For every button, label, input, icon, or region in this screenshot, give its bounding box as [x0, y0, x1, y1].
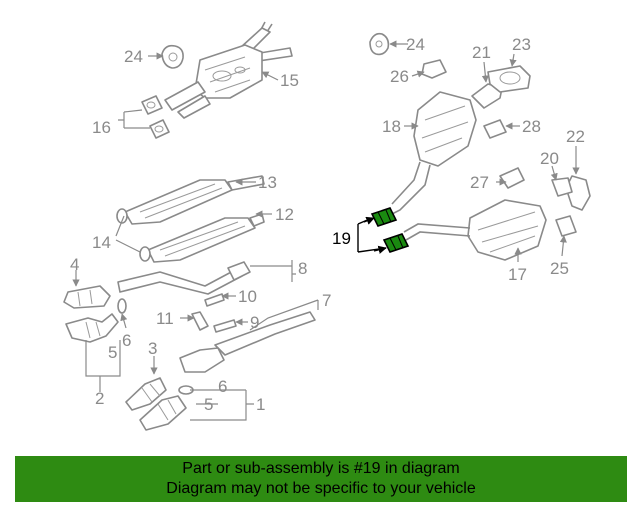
callout-5-upper: 5 [108, 343, 117, 362]
gasket-part-9 [213, 319, 237, 333]
callout-21: 21 [472, 43, 491, 62]
muffler-part-18 [391, 91, 477, 215]
callout-9: 9 [250, 313, 259, 332]
callout-7: 7 [322, 291, 331, 310]
leader-lines [72, 40, 580, 421]
callout-2: 2 [95, 389, 104, 408]
bracket-part-25 [555, 215, 577, 237]
clamp-part-16 [141, 95, 170, 139]
converter-part-5-upper [65, 313, 119, 343]
bracket-part-27 [499, 167, 525, 189]
callout-20: 20 [540, 149, 559, 168]
callout-19: 19 [332, 229, 351, 248]
callout-26: 26 [390, 67, 409, 86]
hanger-part-24-right [369, 32, 390, 56]
front-pipe-part-8 [117, 261, 251, 295]
callout-10: 10 [238, 287, 257, 306]
muffler-part-17 [403, 199, 547, 261]
bracket-part-26 [421, 59, 447, 79]
callout-23: 23 [512, 35, 531, 54]
callout-labels: 24 15 16 13 12 14 8 10 4 6 11 9 7 5 3 2 … [70, 35, 585, 414]
gasket-part-6-upper [117, 298, 127, 314]
gasket-part-10 [204, 293, 225, 307]
banner-line-1: Part or sub-assembly is #19 in diagram [182, 460, 460, 477]
callout-18: 18 [382, 117, 401, 136]
clamp-part-19-upper [370, 207, 398, 227]
callout-1: 1 [256, 395, 265, 414]
callout-22: 22 [566, 127, 585, 146]
callout-13: 13 [258, 173, 277, 192]
front-pipe-part-7 [179, 311, 316, 373]
pipe-part-21 [471, 83, 503, 109]
exhaust-parts-diagram: 24 15 16 13 12 14 8 10 4 6 11 9 7 5 3 2 … [63, 21, 591, 431]
callout-14: 14 [92, 233, 111, 252]
callout-17: 17 [508, 265, 527, 284]
hanger-part-20 [551, 177, 573, 197]
callout-16: 16 [92, 118, 111, 137]
rear-silencer-part-15 [164, 21, 293, 119]
converter-part-3 [125, 377, 167, 411]
center-pipe-part-13 [116, 175, 265, 225]
callout-11: 11 [156, 309, 174, 328]
converter-part-1 [139, 385, 194, 431]
center-pipe-part-12 [139, 213, 265, 263]
info-banner: Part or sub-assembly is #19 in diagram D… [15, 456, 627, 502]
callout-8: 8 [298, 259, 307, 278]
callout-12: 12 [275, 205, 294, 224]
callout-27: 27 [470, 173, 489, 192]
hanger-part-24-left [161, 44, 184, 69]
tip-part-23 [487, 65, 531, 93]
callout-15: 15 [280, 71, 299, 90]
callout-24-right: 24 [406, 35, 425, 54]
callout-6-upper: 6 [122, 331, 131, 350]
callout-28: 28 [522, 117, 541, 136]
callout-5-lower: 5 [204, 395, 213, 414]
bolt-part-11 [191, 311, 209, 331]
callout-24-left: 24 [124, 47, 143, 66]
converter-part-4 [63, 285, 111, 309]
callout-4: 4 [70, 255, 79, 274]
bracket-part-28 [483, 119, 507, 139]
clamp-part-19-lower [382, 233, 410, 253]
callout-3: 3 [148, 339, 157, 358]
banner-line-2: Diagram may not be specific to your vehi… [166, 480, 476, 497]
callout-25: 25 [550, 259, 569, 278]
callout-6-lower: 6 [218, 377, 227, 396]
